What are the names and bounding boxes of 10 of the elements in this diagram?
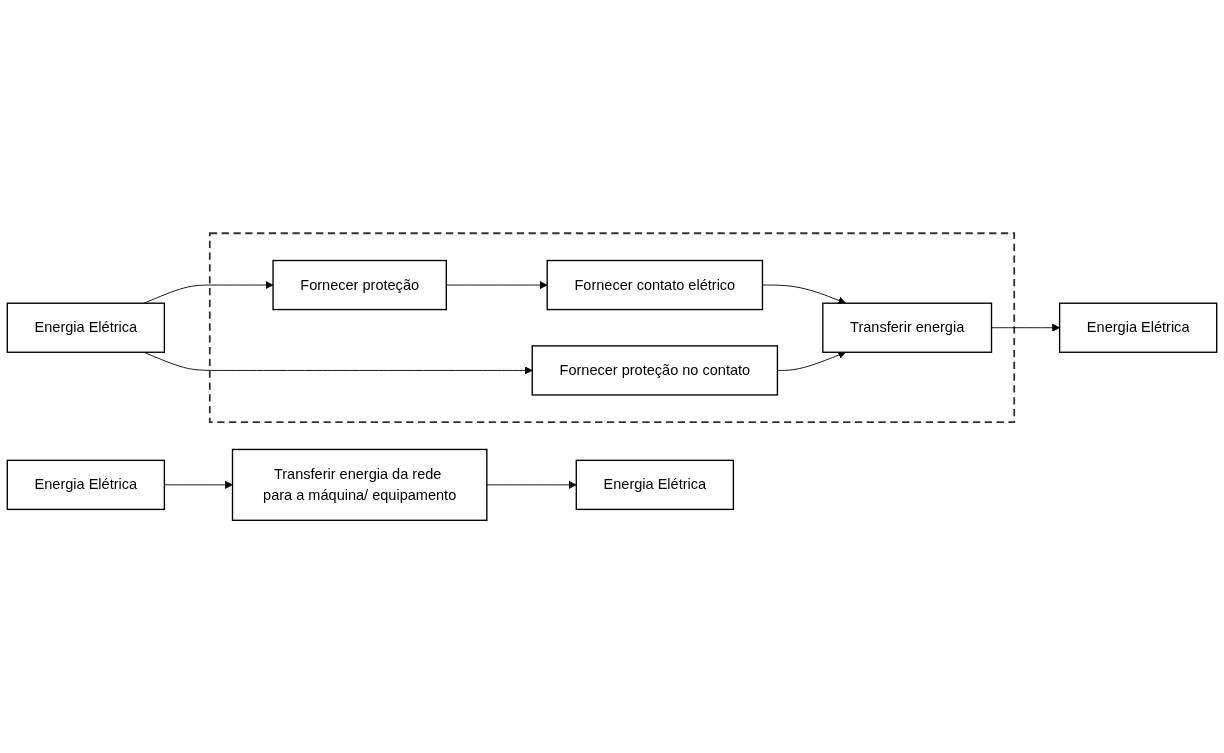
cluster [208,232,1016,423]
node-box: Energia Elétrica [6,302,166,353]
node-box: Fornecer contato elétrico [546,259,764,310]
node-box: Transferir energia da rede para a máquina/ equipamento [231,448,488,521]
node-box: Energia Elétrica [6,459,166,510]
node-box: Energia Elétrica [1058,302,1218,353]
node-box: Energia Elétrica [575,459,735,510]
node-box: Transferir energia [822,302,993,353]
node-box: Fornecer proteção no contato [531,344,779,396]
node-box: Fornecer proteção [272,259,447,310]
